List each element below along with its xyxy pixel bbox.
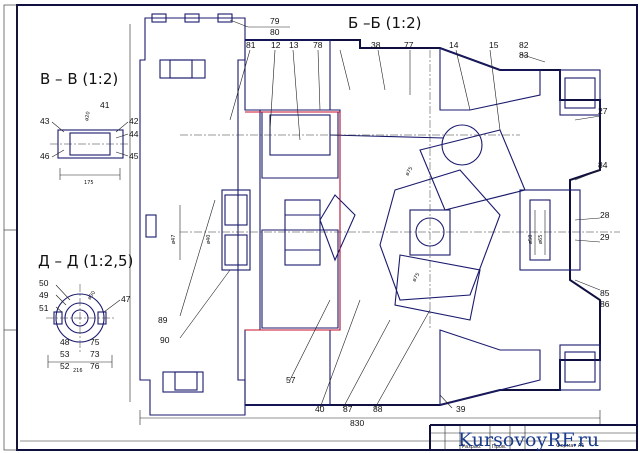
svg-text:49: 49 [39,290,49,300]
svg-text:47: 47 [121,294,131,304]
svg-text:28: 28 [600,210,610,220]
housing-outline [245,39,601,406]
svg-text:83: 83 [519,50,529,60]
part-labels-vv: 43 41 42 44 46 45 175 [40,100,139,186]
svg-text:29: 29 [600,232,610,242]
svg-text:85: 85 [600,288,610,298]
svg-text:ø65: ø65 [538,235,544,244]
svg-text:14: 14 [449,40,459,50]
svg-text:82: 82 [519,40,529,50]
watermark-kursovoy: KursovoyRF.ru [458,429,599,451]
title-block: Пров. Разраб. Формат А1 [20,424,637,450]
svg-text:79: 79 [270,16,280,26]
svg-text:46: 46 [40,151,50,161]
svg-text:38: 38 [371,40,381,50]
svg-text:ø47: ø47 [171,235,177,244]
svg-text:77: 77 [404,40,414,50]
svg-text:45: 45 [129,151,139,161]
svg-text:88: 88 [373,404,383,414]
svg-text:75: 75 [90,337,100,347]
checked-label: Пров. [492,444,507,450]
section-dd-drawing: ø30 [46,284,121,368]
svg-text:44: 44 [129,129,139,139]
svg-text:39: 39 [456,404,466,414]
svg-text:90: 90 [160,335,170,345]
svg-text:86: 86 [600,299,610,309]
svg-text:87: 87 [343,404,353,414]
svg-text:57: 57 [286,375,296,385]
section-title-dd: Д – Д (1:2,5) [38,252,133,270]
developer-label: Разраб. [462,444,482,450]
svg-text:12: 12 [271,40,281,50]
part-labels-main: 79 80 81 12 13 78 38 77 14 15 82 83 27 8… [158,16,610,414]
svg-text:48: 48 [60,337,70,347]
section-title-vv: В – В (1:2) [40,70,118,88]
main-section-drawing: ø47 ø40 ø50 ø65 ø75 ø75 830 [129,13,620,428]
svg-text:ø30: ø30 [87,290,97,301]
svg-text:52: 52 [60,361,70,371]
part-labels-dd: 50 49 51 47 48 53 52 75 73 76 216 [39,278,131,374]
svg-text:76: 76 [90,361,100,371]
svg-text:ø50: ø50 [528,235,534,244]
section-title-bb: Б –Б (1:2) [348,14,421,32]
svg-text:51: 51 [39,303,49,313]
svg-text:89: 89 [158,315,168,325]
left-margin-strip [3,4,18,451]
format-label: Формат А1 [556,443,584,449]
svg-text:41: 41 [100,100,110,110]
svg-text:216: 216 [73,368,83,374]
svg-text:27: 27 [598,106,608,116]
svg-text:50: 50 [39,278,49,288]
svg-text:43: 43 [40,116,50,126]
svg-text:15: 15 [489,40,499,50]
section-vv-drawing: ø20 [50,111,130,180]
svg-text:175: 175 [84,180,94,186]
svg-text:13: 13 [289,40,299,50]
svg-text:ø75: ø75 [412,272,422,283]
svg-text:40: 40 [315,404,325,414]
leader-lines [179,19,601,409]
svg-text:42: 42 [129,116,139,126]
svg-text:ø75: ø75 [405,166,415,177]
svg-text:81: 81 [246,40,256,50]
svg-text:53: 53 [60,349,70,359]
dimension-830: 830 [350,418,364,428]
watermark-logo: KursovoyRF.ru [458,429,599,451]
svg-text:ø20: ø20 [84,111,92,121]
svg-text:84: 84 [598,160,608,170]
svg-text:80: 80 [270,27,280,37]
svg-text:73: 73 [90,349,100,359]
svg-text:KursovoyRF.ru: KursovoyRF.ru [458,429,599,451]
svg-text:ø40: ø40 [206,235,212,244]
svg-text:78: 78 [313,40,323,50]
